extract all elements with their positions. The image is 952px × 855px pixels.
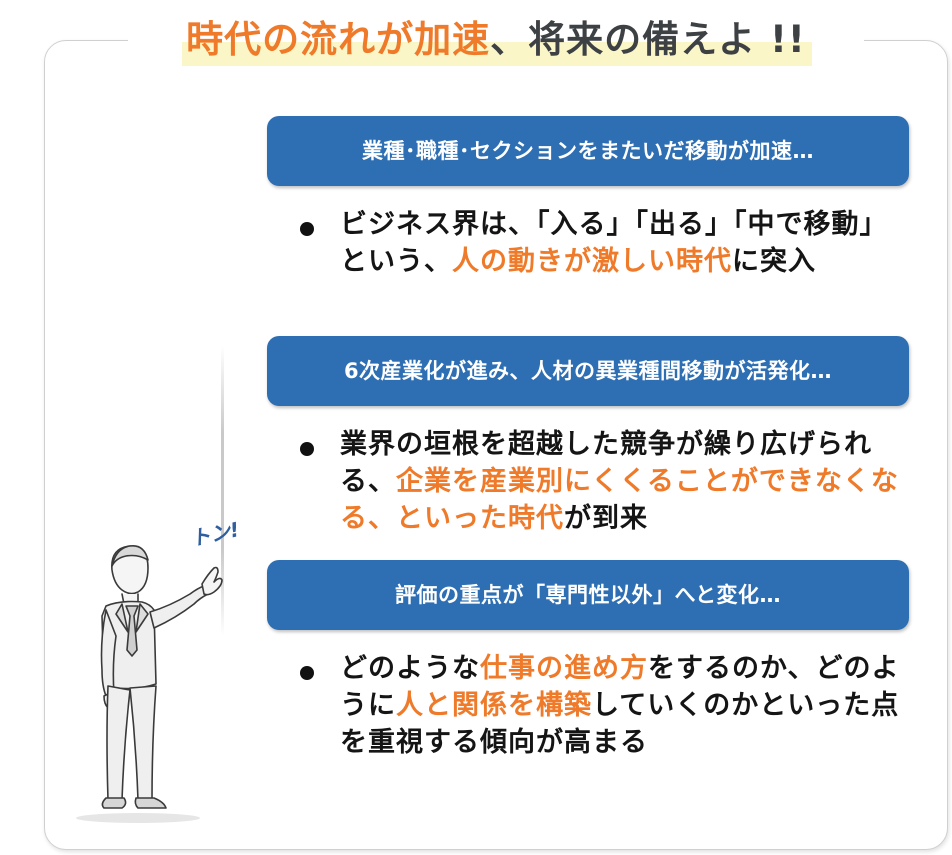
bullet-text-1: ビジネス界は、「入る」「出る」「中で移動」という、人の動きが激しい時代に突入 [340, 206, 900, 280]
highlight-segment: 人と関係を構築 [396, 690, 592, 721]
bullet-text-3: どのような仕事の進め方をするのか、どのように人と関係を構築していくのかといった点… [340, 650, 900, 761]
page-title: 時代の流れが加速、将来の備えよ !! [128, 14, 864, 66]
section-header-1: 業種･職種･セクションをまたいだ移動が加速… [267, 116, 909, 186]
text-segment: していくのかといった点を重視する傾向が高まる [340, 690, 900, 758]
text-segment: をするのか、どのように [340, 653, 900, 721]
businessman-knocking-illustration [76, 544, 223, 823]
highlight-segment: 仕事の進め方 [480, 653, 648, 684]
bullet-dot [300, 666, 314, 680]
title-part-accelerating: 時代の流れが加速 [186, 18, 491, 61]
highlight-segment: 企業を産業別にくくることができなくなる、といった時代 [340, 466, 899, 534]
text-segment: が到来 [564, 503, 648, 534]
bullet-text-2: 業界の垣根を超越した競争が繰り広げられる、企業を産業別にくくることができなくなる… [340, 426, 900, 537]
text-segment: 業界の垣根を超越した競争が繰り広げられる、 [340, 429, 872, 497]
section-header-3: 評価の重点が「専門性以外」へと変化… [267, 560, 909, 630]
text-segment: どのような [340, 653, 480, 684]
text-segment: に突入 [732, 246, 816, 277]
title-banner: 時代の流れが加速、将来の備えよ !! [128, 0, 864, 82]
section-header-2: 6次産業化が進み、人材の異業種間移動が活発化… [267, 336, 909, 406]
bullet-dot [300, 222, 314, 236]
bullet-dot [300, 442, 314, 456]
text-segment: ビジネス界は、「入る」「出る」「中で移動」という、 [340, 209, 888, 277]
title-part-prepare: 、将来の備えよ !! [490, 18, 806, 61]
highlight-segment: 人の動きが激しい時代 [452, 246, 732, 277]
title-highlight [182, 42, 812, 66]
door-edge-line [221, 346, 224, 636]
